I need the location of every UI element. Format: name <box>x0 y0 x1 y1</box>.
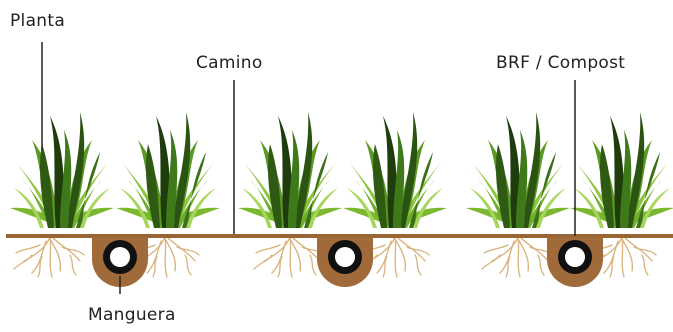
plant-icon <box>570 112 673 228</box>
roots-icon <box>482 237 552 277</box>
mulch-label: BRF / Compost <box>496 53 625 73</box>
plant-label: Planta <box>10 11 65 31</box>
roots-icon <box>254 237 324 277</box>
roots-icon <box>14 237 84 277</box>
plant-icon <box>238 112 342 228</box>
hose-label: Manguera <box>88 305 176 325</box>
plant-icon <box>466 112 570 228</box>
path-label: Camino <box>196 53 263 73</box>
hose-icon <box>547 237 603 287</box>
plant-icon <box>10 112 114 228</box>
hose-icon <box>317 237 373 287</box>
plants-group <box>10 112 673 228</box>
plant-icon <box>343 112 447 228</box>
plant-icon <box>116 112 220 228</box>
